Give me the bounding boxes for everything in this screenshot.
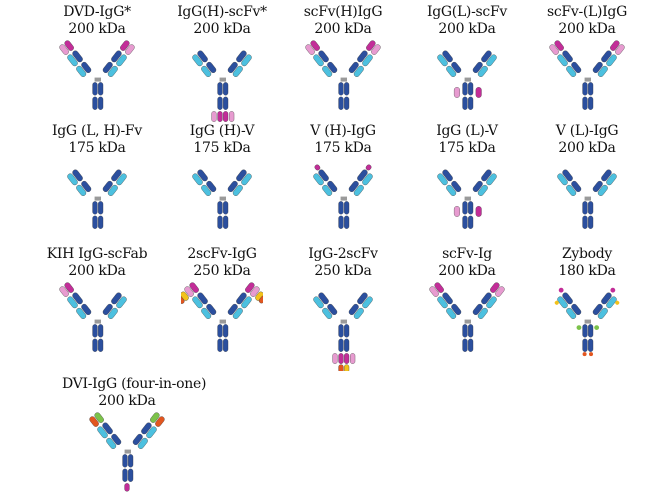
antibody-diagram-icon [192,169,252,229]
format-name: IgG-2scFv [308,246,378,262]
antibody-format: IgG(L)-scFv 200 kDa [402,4,532,129]
antibody-diagram-icon [59,40,135,110]
antibody-diagram-icon [59,282,127,352]
antibody-format: DVI-IgG (four-in-one) 200 kDa [62,376,207,501]
antibody-diagram-icon [67,169,127,229]
antibody-diagram-icon [89,412,165,492]
format-name: IgG(L)-scFv [427,4,507,20]
antibody-format: scFv-(L)IgG 200 kDa [522,4,652,129]
format-name: V (L)-IgG [555,123,619,139]
antibody-format: 2scFv-IgG 250 kDa [157,246,287,371]
format-name: scFv-Ig [442,246,492,262]
antibody-format: scFv(H)IgG 200 kDa [278,4,408,129]
antibody-diagram-icon [313,164,373,229]
format-mass: 200 kDa [68,263,126,279]
antibody-format: IgG (L)-V 175 kDa [402,123,532,248]
format-name: IgG (L, H)-Fv [52,123,142,139]
antibody-format: IgG (H)-V 175 kDa [157,123,287,248]
antibody-diagram-icon [437,50,497,110]
format-mass: 250 kDa [314,263,372,279]
antibody-diagram-icon [429,282,505,352]
format-mass: 250 kDa [193,263,251,279]
antibody-format: scFv-Ig 200 kDa [402,246,532,371]
antibody-diagram-icon [305,40,381,110]
antibody-diagram-icon [192,50,252,122]
antibody-diagram-icon [554,287,620,357]
format-name: DVD-IgG* [63,4,131,20]
antibody-format: Zybody 180 kDa [522,246,652,371]
format-name: IgG(H)-scFv* [177,4,267,20]
format-name: Zybody [561,246,613,262]
antibody-format: KIH IgG-scFab 200 kDa [32,246,162,371]
format-mass: 200 kDa [438,263,496,279]
format-mass: 200 kDa [438,21,496,37]
format-name: V (H)-IgG [310,123,376,139]
format-name: DVI-IgG (four-in-one) [62,376,207,392]
antibody-diagram-icon [549,40,625,110]
antibody-diagram-icon [313,292,373,371]
format-mass: 175 kDa [314,140,372,156]
antibody-format: IgG(H)-scFv* 200 kDa [157,4,287,129]
format-mass: 175 kDa [438,140,496,156]
antibody-format: V (L)-IgG 200 kDa [522,123,652,248]
antibody-diagram-icon [181,282,263,352]
format-mass: 200 kDa [558,140,616,156]
antibody-format: IgG (L, H)-Fv 175 kDa [32,123,162,248]
format-name: KIH IgG-scFab [46,246,148,262]
antibody-format: DVD-IgG* 200 kDa [32,4,162,129]
format-mass: 180 kDa [558,263,616,279]
antibody-diagram-icon [437,169,497,229]
format-mass: 200 kDa [68,21,126,37]
format-name: IgG (L)-V [436,123,498,139]
antibody-diagram-icon [557,169,617,229]
format-name: 2scFv-IgG [187,246,257,262]
format-name: scFv(H)IgG [303,4,383,20]
format-mass: 200 kDa [314,21,372,37]
format-name: scFv-(L)IgG [547,4,627,20]
format-mass: 175 kDa [68,140,126,156]
format-mass: 200 kDa [193,21,251,37]
antibody-format: IgG-2scFv 250 kDa [278,246,408,371]
antibody-format: V (H)-IgG 175 kDa [278,123,408,248]
format-mass: 200 kDa [558,21,616,37]
format-mass: 200 kDa [98,393,156,409]
format-mass: 175 kDa [193,140,251,156]
format-name: IgG (H)-V [189,123,255,139]
